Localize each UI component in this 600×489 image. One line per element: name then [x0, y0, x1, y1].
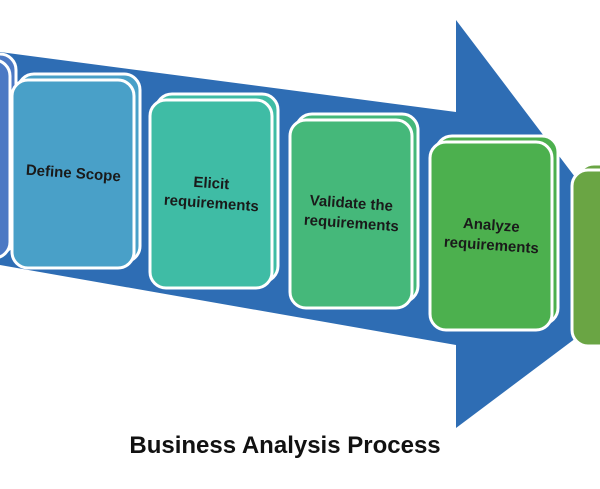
step-label: requirements: [163, 192, 259, 216]
step-label: requirements: [443, 234, 539, 258]
step-label: Validate the: [309, 192, 393, 215]
step-card: [288, 118, 414, 310]
diagram-title: Business Analysis Process: [129, 432, 441, 459]
step-label: requirements: [303, 212, 399, 236]
step-label: Analyze: [462, 215, 520, 236]
step-card: [0, 59, 12, 259]
step-label: Define Scope: [25, 162, 121, 186]
step-label: Elicit: [193, 174, 230, 193]
step-card: [148, 98, 274, 290]
process-step-5: Dre: [570, 162, 600, 348]
process-step-1: Define Scope: [10, 72, 142, 270]
step-card: [570, 168, 600, 348]
step-card: [10, 78, 136, 270]
step-card: [428, 140, 554, 332]
